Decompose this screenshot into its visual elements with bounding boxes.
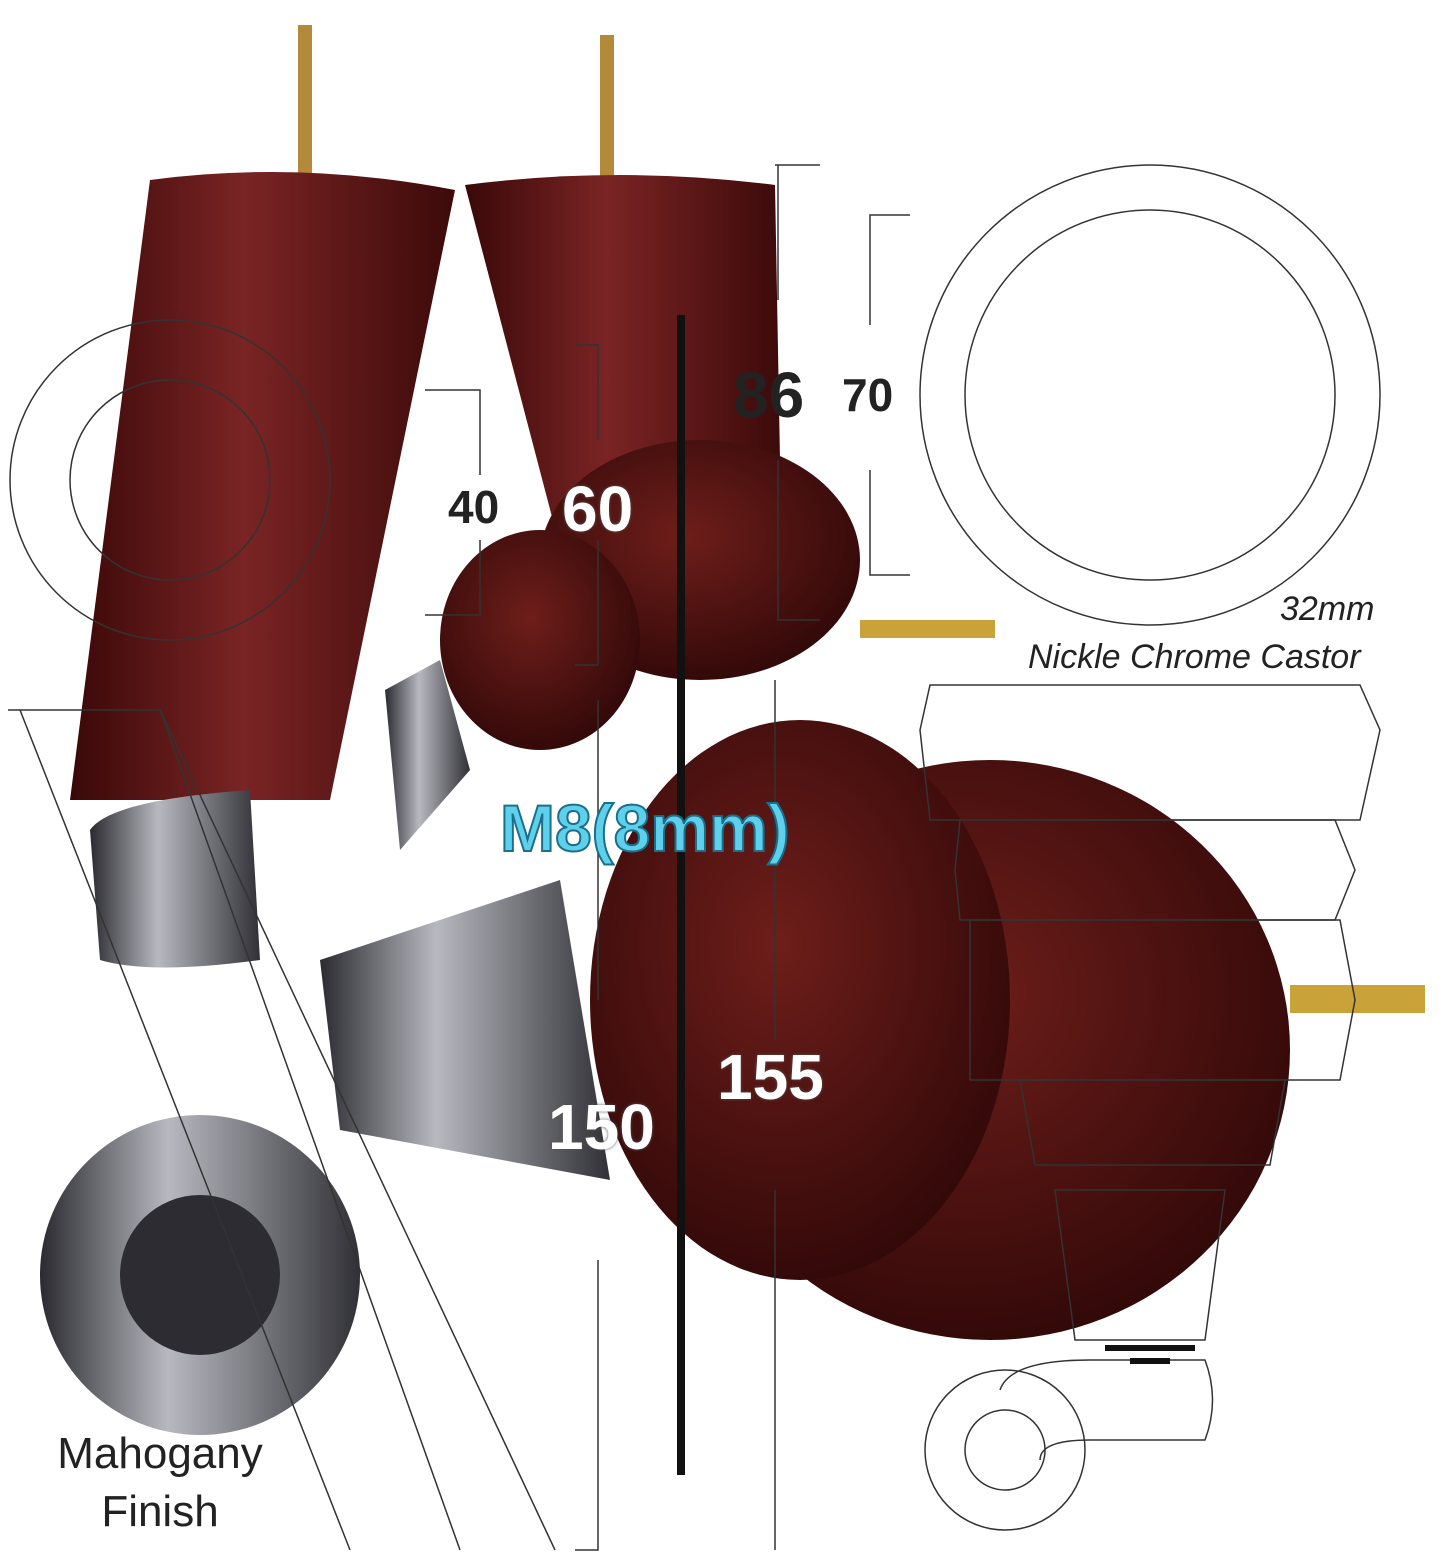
- leg-top-diameter-label: 60: [562, 473, 634, 545]
- screw-left: [298, 25, 312, 185]
- bun-height-label: 155: [717, 1041, 824, 1113]
- tapered-leg-left: [70, 172, 455, 800]
- tapered-leg-right: [465, 175, 780, 700]
- thread-size-label: M8(8mm): [499, 790, 791, 866]
- castor-stem: [320, 880, 610, 1180]
- finish-line-1: Mahogany: [57, 1429, 263, 1478]
- screw-main-bun: [1290, 985, 1425, 1013]
- castor-height-label: 86: [733, 359, 805, 431]
- screw-right: [600, 35, 614, 185]
- finish-label: Mahogany Finish: [40, 1425, 280, 1541]
- screw-upper-bun: [860, 620, 995, 638]
- castor-size-label: 32mm: [1280, 590, 1375, 628]
- dimension-lines: [8, 164, 1381, 1551]
- castor-diameter-label: 70: [842, 369, 894, 421]
- castor-upper: [90, 790, 260, 968]
- center-rule: [677, 315, 685, 1475]
- leg-height-label: 150: [548, 1091, 655, 1163]
- finish-line-2: Finish: [101, 1487, 219, 1536]
- castor-type-label: Nickle Chrome Castor: [1028, 638, 1361, 676]
- leg-bottom-diameter-label: 40: [448, 481, 500, 533]
